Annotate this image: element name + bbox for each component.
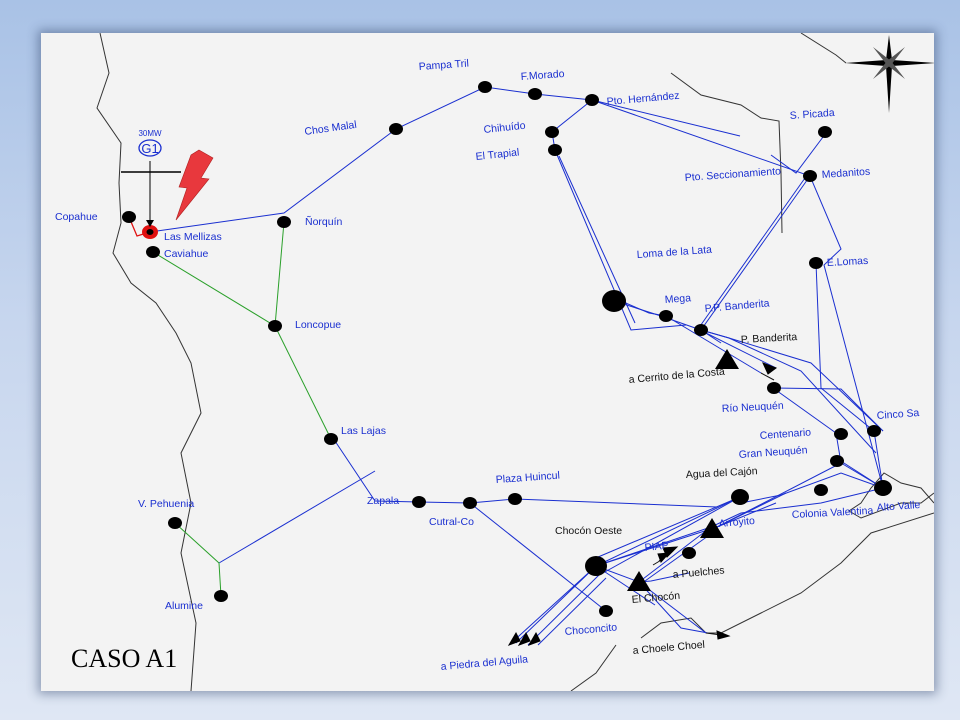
node-icon[interactable] [830, 455, 844, 467]
label-choconcito: Choconcito [564, 621, 618, 638]
node-icon[interactable] [803, 170, 817, 182]
label-cinco-saltos: Cinco Sa [876, 407, 919, 422]
label-a-choele-choel: a Choele Choel [632, 639, 705, 657]
node-icon[interactable] [146, 246, 160, 258]
node-icon[interactable] [478, 81, 492, 93]
label-mega: Mega [664, 292, 691, 306]
nodes [122, 81, 892, 617]
node-icon[interactable] [412, 496, 426, 508]
node-icon[interactable] [548, 144, 562, 156]
label-arroyito: Arroyito [718, 515, 755, 530]
generator-rating: 30MW [138, 129, 162, 138]
node-icon[interactable] [767, 382, 781, 394]
las-mellizas-node[interactable] [142, 225, 158, 239]
node-icon[interactable] [214, 590, 228, 602]
lightning-bolt-icon [175, 149, 214, 221]
label-a-piedra-del-aguila: a Piedra del Aguila [440, 653, 528, 673]
map-panel: G1 30MW Copahue Las Mellizas Caviahue Ño… [41, 33, 934, 691]
node-icon[interactable] [867, 425, 881, 437]
node-icon[interactable] [277, 216, 291, 228]
arrow-icon [507, 631, 521, 646]
label-pto-hernandez: Pto. Hernández [606, 90, 680, 108]
label-copahue: Copahue [55, 211, 98, 223]
label-rio-neuquen: Río Neuquén [722, 400, 785, 415]
label-las-lajas: Las Lajas [341, 425, 386, 437]
arrow-icon [652, 552, 671, 566]
node-icon[interactable] [818, 126, 832, 138]
label-s-picada: S. Picada [789, 107, 835, 122]
node-icon[interactable] [814, 484, 828, 496]
label-pampa-tril: Pampa Tril [418, 58, 469, 73]
power-plant-icon[interactable] [700, 518, 724, 538]
node-icon[interactable] [694, 324, 708, 336]
label-las-mellizas: Las Mellizas [164, 231, 222, 243]
arrow-icon [760, 362, 778, 381]
generator-name: G1 [141, 141, 158, 156]
label-loncopue: Loncopue [295, 319, 341, 331]
label-agua-del-cajon: Agua del Cajón [686, 465, 758, 481]
power-plants [627, 349, 739, 591]
arrow-icon [527, 631, 541, 646]
green-lines [152, 221, 332, 597]
label-loma-de-la-lata: Loma de la Lata [636, 244, 712, 261]
node-icon[interactable] [585, 556, 607, 576]
node-icon[interactable] [389, 123, 403, 135]
node-icon[interactable] [168, 517, 182, 529]
node-icon[interactable] [602, 290, 626, 312]
node-icon[interactable] [585, 94, 599, 106]
label-pto-seccionamiento: Pto. Seccionamiento [684, 165, 781, 184]
label-el-chocon: El Chocón [631, 590, 680, 606]
arrow-icon [517, 631, 531, 646]
power-plant-icon[interactable] [715, 349, 739, 369]
power-plant-icon[interactable] [627, 571, 651, 591]
case-label: CASO A1 [71, 644, 177, 673]
compass-rose-icon [845, 35, 934, 113]
label-f-morado: F.Morado [520, 68, 565, 83]
node-icon[interactable] [682, 547, 696, 559]
label-v-pehuenia: V. Pehuenia [138, 498, 194, 510]
node-icon[interactable] [834, 428, 848, 440]
label-cutral-co: Cutral-Co [429, 516, 474, 528]
node-icon[interactable] [268, 320, 282, 332]
label-zapala: Zapala [367, 495, 399, 507]
node-icon[interactable] [463, 497, 477, 509]
label-colonia-valentina: Colonia Valentina [792, 505, 874, 521]
node-icon[interactable] [659, 310, 673, 322]
label-piap: PIAP [644, 540, 669, 554]
label-centenario: Centenario [759, 426, 811, 442]
label-medanitos: Medanitos [821, 166, 870, 181]
node-icon[interactable] [874, 480, 892, 496]
node-icon[interactable] [809, 257, 823, 269]
node-icon[interactable] [324, 433, 338, 445]
node-icon[interactable] [508, 493, 522, 505]
labels: Copahue Las Mellizas Caviahue Ñorquín Ch… [55, 58, 921, 673]
label-pp-banderita: P.P. Banderita [704, 297, 770, 315]
label-a-puelches: a Puelches [672, 565, 725, 581]
label-a-cerrito-de-la-costa: a Cerrito de la Costa [628, 366, 725, 386]
label-chihuido: Chihuído [483, 120, 526, 136]
province-borders [96, 33, 934, 691]
node-icon[interactable] [528, 88, 542, 100]
label-norquin: Ñorquín [305, 215, 343, 228]
label-alumine: Alumine [165, 600, 203, 612]
label-caviahue: Caviahue [164, 248, 209, 260]
label-e-lomas: E.Lomas [827, 255, 869, 269]
label-chos-malal: Chos Malal [304, 119, 358, 138]
node-icon[interactable] [731, 489, 749, 505]
arrow-icon [705, 630, 731, 640]
arrows [507, 362, 778, 646]
node-icon[interactable] [545, 126, 559, 138]
label-plaza-huincul: Plaza Huincul [495, 470, 560, 486]
label-p-banderita: P. Banderita [741, 331, 798, 346]
node-icon[interactable] [122, 211, 136, 223]
node-icon[interactable] [599, 605, 613, 617]
label-gran-neuquen: Gran Neuquén [738, 444, 808, 461]
network-map: G1 30MW Copahue Las Mellizas Caviahue Ño… [55, 33, 934, 691]
label-el-trapial: El Trapial [475, 146, 520, 163]
label-alto-valle: Alto Valle [876, 499, 920, 514]
label-chocon-oeste: Chocón Oeste [555, 525, 622, 537]
generator-icon[interactable]: G1 30MW [121, 129, 181, 227]
